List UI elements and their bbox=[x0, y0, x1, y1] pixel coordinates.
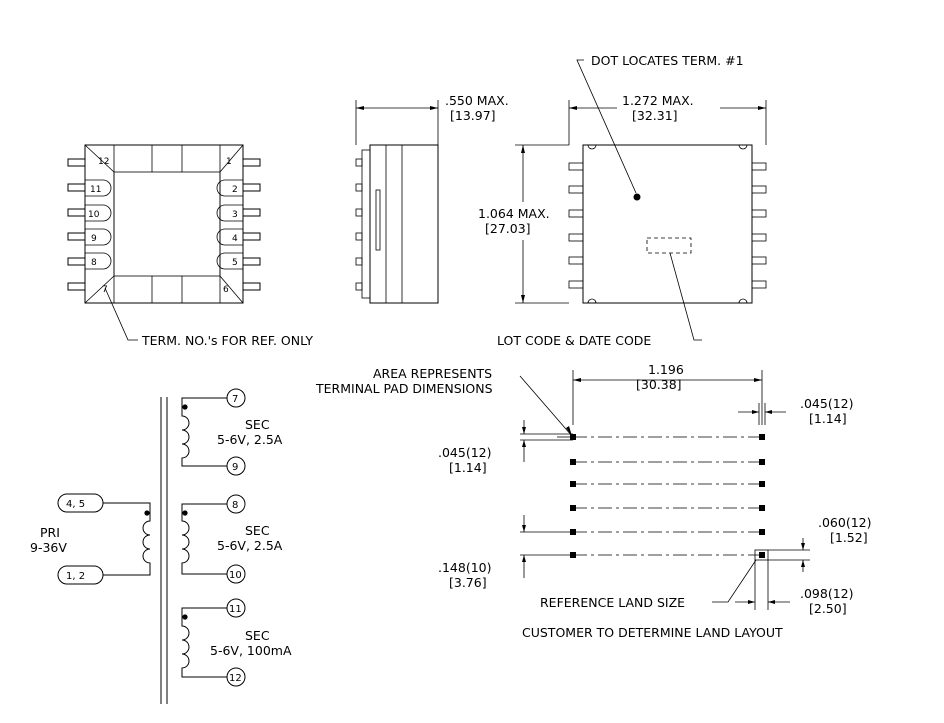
top-view: DOT LOCATES TERM. #1 1.272 MAX. [32.31] … bbox=[478, 53, 767, 348]
pri-bottom-pin: 1, 2 bbox=[66, 571, 85, 582]
pin-label-right-5: 6 bbox=[223, 285, 229, 295]
pin-label-right-1: 2 bbox=[232, 185, 238, 195]
customer-note: CUSTOMER TO DETERMINE LAND LAYOUT bbox=[522, 625, 783, 640]
land-w-mm: [1.52] bbox=[830, 530, 868, 545]
width-max-label: .550 MAX. bbox=[445, 93, 509, 108]
pad-h-label: .045(12) bbox=[438, 445, 492, 460]
area-note-1: AREA REPRESENTS bbox=[373, 366, 492, 381]
land-w-label: .060(12) bbox=[818, 515, 872, 530]
pad-h-mm: [1.14] bbox=[449, 460, 487, 475]
lot-code-label: LOT CODE & DATE CODE bbox=[497, 333, 651, 348]
pin-label-right-3: 4 bbox=[232, 234, 238, 244]
pin-label-left-3: 9 bbox=[91, 234, 97, 244]
pin-label-left-4: 8 bbox=[91, 258, 97, 268]
sec2-bottom-pin: 10 bbox=[229, 570, 242, 581]
area-note-2: TERMINAL PAD DIMENSIONS bbox=[315, 381, 493, 396]
height-max-label: 1.064 MAX. bbox=[478, 206, 550, 221]
sec2-top-pin: 8 bbox=[232, 500, 238, 511]
sec3-rating: 5-6V, 100mA bbox=[210, 643, 292, 658]
lot-code-area bbox=[646, 237, 692, 254]
pin-label-left-1: 11 bbox=[90, 185, 101, 195]
pin-label-left-0: 12 bbox=[98, 157, 109, 167]
spacing-label: .148(10) bbox=[438, 560, 492, 575]
sec1-top-pin: 7 bbox=[232, 394, 238, 405]
sec1-label: SEC bbox=[245, 417, 270, 432]
land-len-label: .098(12) bbox=[800, 586, 854, 601]
pri-range: 9-36V bbox=[30, 540, 67, 555]
sec3-bottom-pin: 12 bbox=[229, 673, 242, 684]
pri-label: PRI bbox=[40, 525, 60, 540]
width-max-mm: [13.97] bbox=[450, 108, 496, 123]
pin-label-right-0: 1 bbox=[226, 157, 232, 167]
length-max-label: 1.272 MAX. bbox=[622, 93, 694, 108]
schematic: 4, 5 1, 2 PRI 9-36V 7 9 SEC 5-6V, 2.5A 8… bbox=[30, 388, 292, 704]
pad-w-mm: [1.14] bbox=[809, 411, 847, 426]
sec1-bottom-pin: 9 bbox=[232, 462, 238, 473]
pitch-mm: [30.38] bbox=[636, 377, 682, 392]
sec1-rating: 5-6V, 2.5A bbox=[217, 432, 283, 447]
pad-w-label: .045(12) bbox=[800, 396, 854, 411]
dot-note: DOT LOCATES TERM. #1 bbox=[591, 53, 744, 68]
pri-top-pin: 4, 5 bbox=[66, 499, 85, 510]
sec3-top-pin: 11 bbox=[229, 604, 242, 615]
bottom-view: 12 11 10 9 8 7 1 2 3 4 5 6 TERM. NO.'s F… bbox=[67, 144, 313, 348]
land-pattern: AREA REPRESENTS TERMINAL PAD DIMENSIONS … bbox=[315, 362, 872, 640]
pin-label-right-4: 5 bbox=[232, 258, 238, 268]
ref-land-label: REFERENCE LAND SIZE bbox=[540, 595, 685, 610]
side-view: .550 MAX. [13.97] bbox=[355, 93, 509, 304]
sec2-label: SEC bbox=[245, 523, 270, 538]
height-max-mm: [27.03] bbox=[485, 221, 531, 236]
pin-label-left-5: 7 bbox=[102, 285, 108, 295]
land-len-mm: [2.50] bbox=[809, 601, 847, 616]
length-max-mm: [32.31] bbox=[632, 108, 678, 123]
pitch-label: 1.196 bbox=[648, 362, 684, 377]
sec3-label: SEC bbox=[245, 628, 270, 643]
term1-dot bbox=[633, 193, 641, 201]
bottom-view-outline bbox=[84, 144, 244, 304]
pin-label-right-2: 3 bbox=[232, 210, 238, 220]
sec2-rating: 5-6V, 2.5A bbox=[217, 538, 283, 553]
pin-label-left-2: 10 bbox=[88, 210, 100, 220]
spacing-mm: [3.76] bbox=[449, 575, 487, 590]
term-note: TERM. NO.'s FOR REF. ONLY bbox=[141, 333, 313, 348]
